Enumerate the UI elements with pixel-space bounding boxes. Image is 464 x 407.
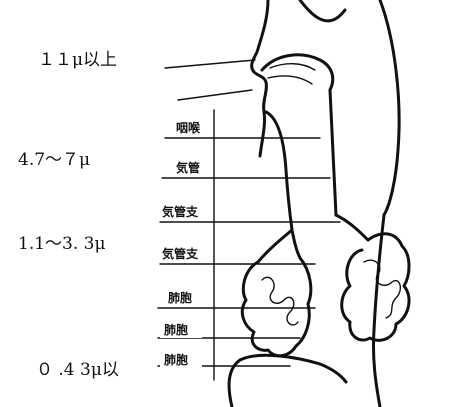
back-of-head-outline bbox=[380, 0, 399, 215]
nasal-cavity bbox=[262, 55, 333, 90]
esophagus bbox=[373, 215, 384, 407]
skull-outline bbox=[300, 0, 345, 21]
left-lung bbox=[242, 230, 311, 356]
left-bronchus bbox=[258, 230, 292, 262]
diaphragm bbox=[229, 355, 346, 407]
right-bronchus bbox=[336, 215, 368, 240]
region-label-alveolus-1: 肺胞 bbox=[168, 290, 192, 305]
right-lung-alveoli bbox=[364, 260, 400, 318]
region-label-alveolus-3: 肺胞 bbox=[164, 352, 188, 367]
leader-line-mouth bbox=[178, 90, 252, 100]
region-label-bronchus: 気管支 bbox=[162, 204, 199, 219]
head-profile bbox=[252, 0, 268, 156]
trachea-front-wall bbox=[266, 112, 292, 230]
left-lung-alveoli bbox=[262, 277, 298, 325]
trachea-back-wall bbox=[330, 90, 336, 215]
region-label-trachea: 気管 bbox=[176, 160, 200, 175]
nasal-turbinate-1 bbox=[270, 64, 315, 70]
leader-line-nasal bbox=[165, 60, 255, 68]
region-label-bronchiole: 気管支 bbox=[162, 246, 199, 261]
nasal-turbinate-2 bbox=[268, 76, 312, 84]
region-label-pharynx: 咽喉 bbox=[176, 120, 201, 135]
region-label-alveolus-2: 肺胞 bbox=[164, 322, 188, 337]
